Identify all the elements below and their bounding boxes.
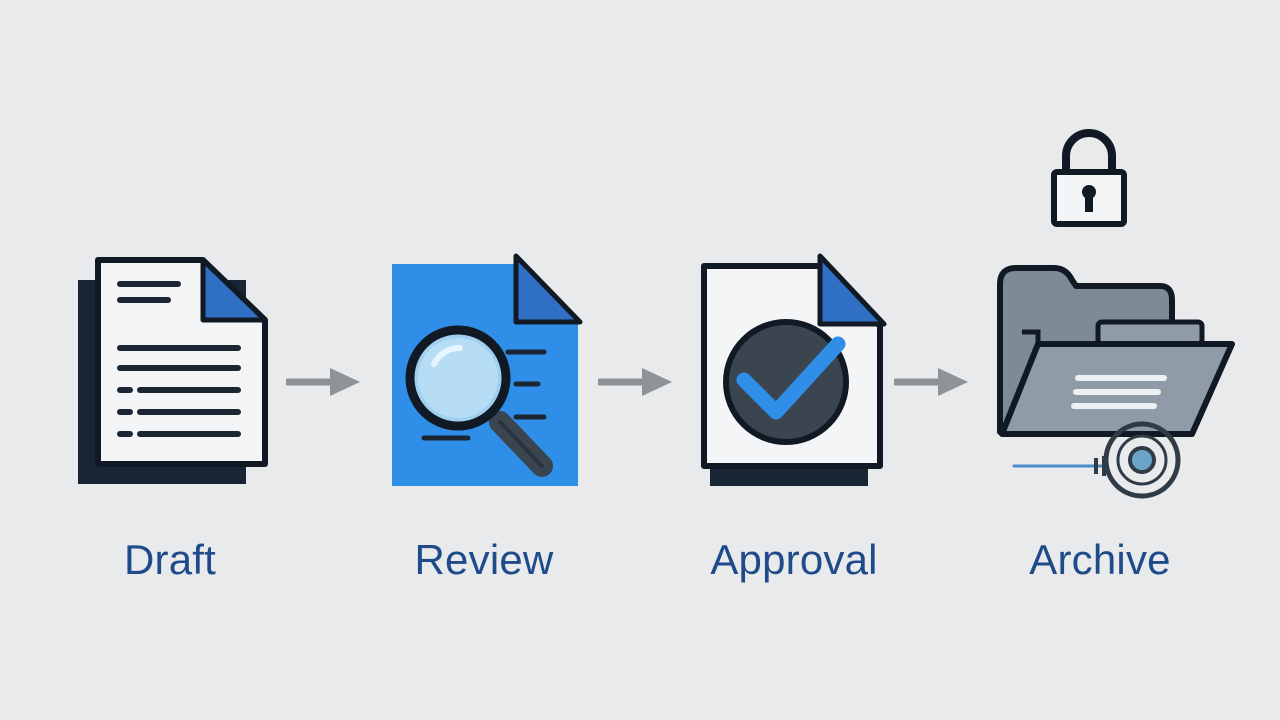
step-label-review: Review xyxy=(414,536,554,583)
draft-document-icon xyxy=(78,257,268,484)
padlock-icon xyxy=(1051,129,1127,227)
archive-folder-icon xyxy=(997,265,1235,499)
step-label-approval: Approval xyxy=(710,536,878,583)
step-label-archive: Archive xyxy=(1029,536,1171,583)
flow-arrow-icon xyxy=(598,368,672,396)
flow-arrow-icon xyxy=(894,368,968,396)
flow-arrow-icon xyxy=(286,368,360,396)
review-magnifier-document-icon xyxy=(392,253,583,486)
step-label-draft: Draft xyxy=(123,536,216,583)
approval-checkmark-document-icon xyxy=(701,253,887,486)
